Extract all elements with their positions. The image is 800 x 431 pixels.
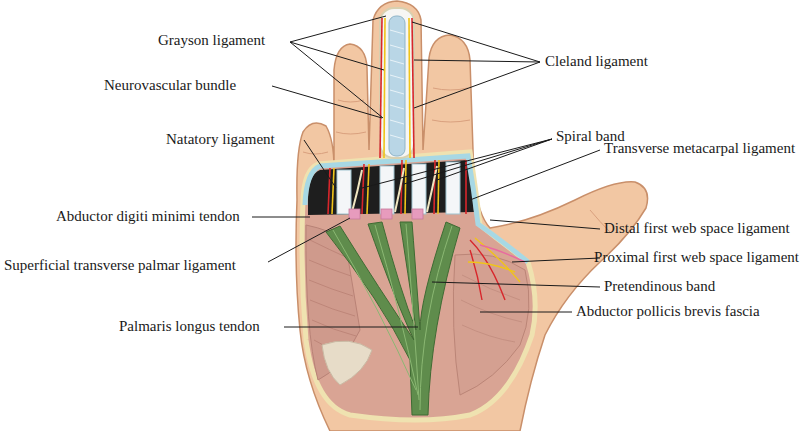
- muscle-striation: [461, 275, 522, 342]
- dissection-field: [302, 152, 535, 420]
- callout-label: Pretendinous band: [604, 278, 715, 295]
- callout-label: Superficial transverse palmar ligament: [4, 257, 236, 274]
- callout-label: Natatory ligament: [166, 131, 275, 148]
- callout-label: Transverse metacarpal ligament: [604, 140, 795, 157]
- digital-neurovascular: [380, 18, 414, 158]
- fascia-fiber: [333, 224, 452, 410]
- finger-sheath: [380, 8, 414, 158]
- finger-tendon: [389, 16, 405, 156]
- callout-label: Distal first web space ligament: [604, 220, 790, 237]
- flexor-tendon: [337, 162, 460, 214]
- callout-label: Grayson ligament: [158, 32, 265, 49]
- web-space: [308, 160, 474, 215]
- ligament-square: [349, 209, 423, 219]
- hypothenar-fascia: [322, 341, 372, 385]
- callout-label: Neurovascular bundle: [104, 77, 236, 94]
- thumb-neurovascular: [468, 238, 525, 300]
- palmar-fascia: [326, 222, 460, 415]
- hand-skin: [296, 1, 648, 431]
- callout-label: Abductor pollicis brevis fascia: [576, 303, 760, 320]
- callout-label: Palmaris longus tendon: [119, 318, 260, 335]
- spiral-band: [352, 166, 437, 212]
- callout-label: Cleland ligament: [545, 53, 648, 70]
- neurovascular-line: [328, 160, 466, 214]
- thenar-muscle: [453, 254, 529, 395]
- tendon-stripe: [390, 30, 404, 139]
- callout-label: Proximal first web space ligament: [594, 249, 799, 266]
- callout-label: Abductor digiti minimi tendon: [56, 208, 240, 225]
